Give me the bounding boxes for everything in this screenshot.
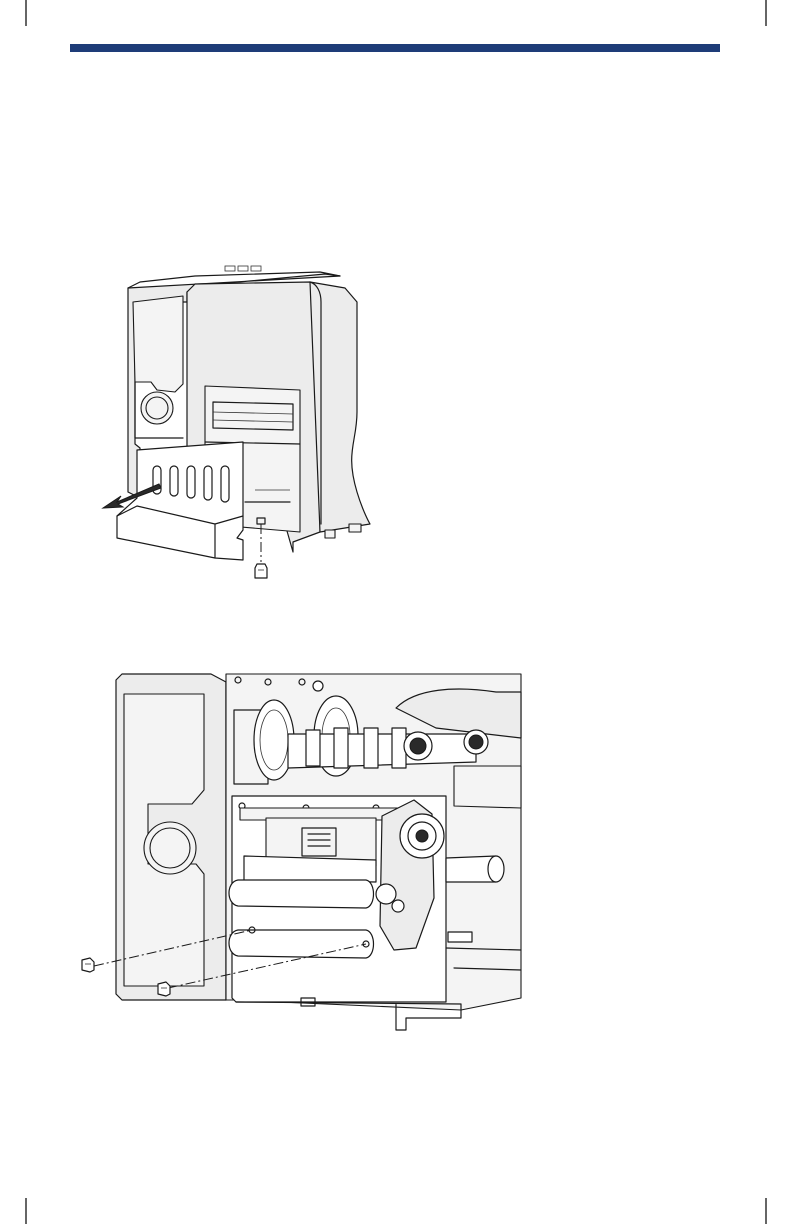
screw-icon: [158, 982, 170, 996]
crop-mark-top-left: [0, 0, 40, 30]
screw-icon: [255, 564, 267, 578]
crop-mark-bottom-right: [752, 1194, 792, 1224]
header-rule: [70, 44, 720, 52]
figure-printer-open-side: [76, 668, 526, 1038]
printer-front-cover-illustration: [95, 262, 390, 587]
figure-printer-front-cover: [95, 262, 390, 587]
printer-open-side-illustration: [76, 668, 526, 1038]
screw-icon: [82, 958, 94, 972]
crop-mark-bottom-left: [0, 1194, 40, 1224]
crop-mark-top-right: [752, 0, 792, 30]
